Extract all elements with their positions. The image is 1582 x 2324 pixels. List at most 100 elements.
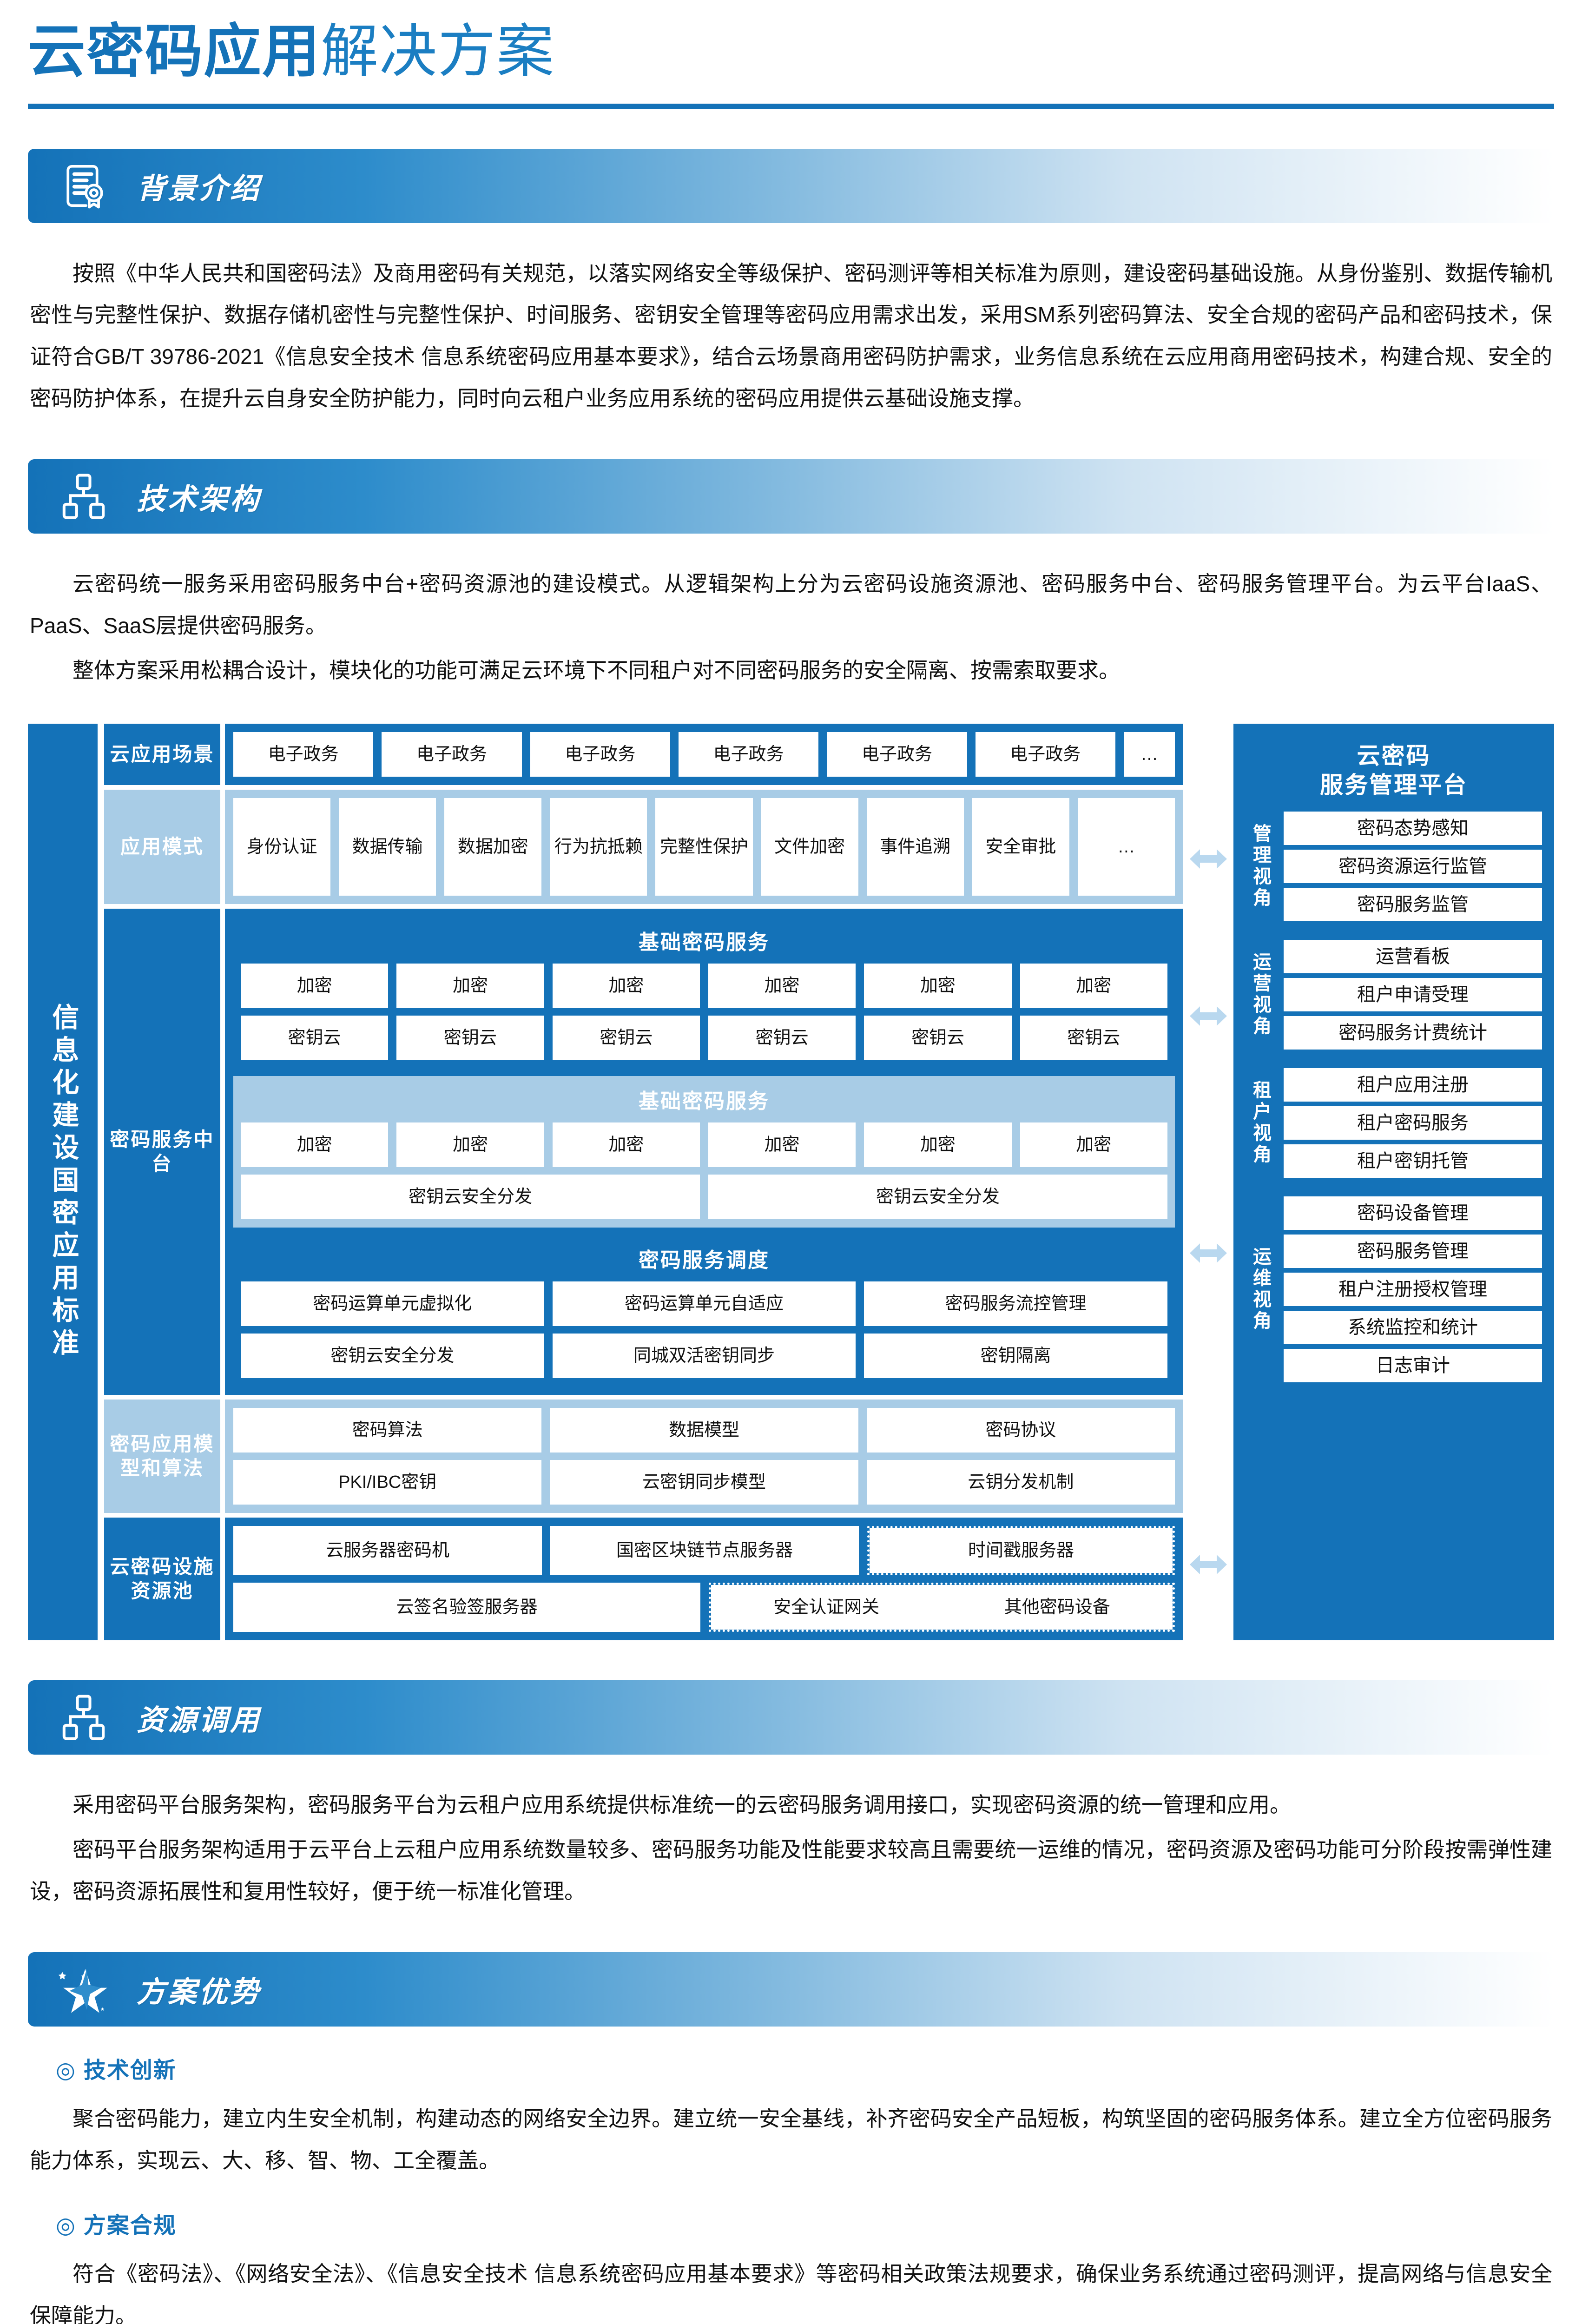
crypto-cell[interactable]: 加密 [396,1122,544,1168]
crypto-cell[interactable]: 加密 [396,964,544,1009]
certificate-icon [59,161,109,211]
panel-item[interactable]: 租户申请受理 [1284,978,1542,1012]
scheduling-cell[interactable]: 密码运算单元虚拟化 [241,1281,544,1327]
panel-item[interactable]: 系统监控和统计 [1284,1311,1542,1345]
application-mode-cell[interactable]: 安全审批 [972,798,1069,896]
crypto-cell[interactable]: 加密 [241,964,389,1009]
architecture-paragraph-2: 整体方案采用松耦合设计，模块化的功能可满足云环境下不同租户对不同密码服务的安全隔… [73,658,1120,682]
panel-group-operations-view: 运营视角 运营看板 租户申请受理 密码服务计费统计 [1246,940,1542,1050]
scheduling-cell[interactable]: 密钥云安全分发 [241,1334,544,1379]
crypto-cell[interactable]: 加密 [1020,1122,1167,1168]
panel-view-label: 管理视角 [1250,824,1271,910]
section-banner-architecture: 技术架构 [28,459,1554,534]
block-title: 基础密码服务 [639,1090,770,1113]
crypto-cell[interactable]: 加密 [864,964,1012,1009]
panel-item[interactable]: 租户密码服务 [1284,1106,1542,1140]
panel-item[interactable]: 运营看板 [1284,940,1542,974]
panel-group-management-view: 管理视角 密码态势感知 密码资源运行监管 密码服务监管 [1246,812,1542,922]
scenario-cell[interactable]: 电子政务 [678,732,819,777]
diagram-vertical-band: 信息化建设国密应用标准 [28,724,98,1641]
platform-title-line2: 服务管理平台 [1320,772,1468,798]
dashed-group-gateway: 安全认证网关 其他密码设备 [709,1583,1175,1632]
layer-application-modes: 应用模式 身份认证 数据传输 数据加密 行为抗抵赖 完整性保护 文件加密 事件追… [104,790,1183,905]
model-cell[interactable]: 云密钥同步模型 [550,1460,858,1505]
resource-cell[interactable]: 国密区块链节点服务器 [550,1526,859,1576]
crypto-cell[interactable]: 加密 [864,1122,1012,1168]
panel-item[interactable]: 租户密钥托管 [1284,1144,1542,1178]
keycloud-cell[interactable]: 密钥云 [241,1016,389,1061]
key-distribution-cell[interactable]: 密钥云安全分发 [708,1175,1167,1220]
scenario-cell[interactable]: 电子政务 [382,732,522,777]
block-crypto-service-scheduling: 密码服务调度 密码运算单元虚拟化 密码运算单元自适应 密码服务流控管理 密钥云安… [233,1235,1175,1387]
scenario-cell[interactable]: 电子政务 [530,732,670,777]
key-distribution-cell[interactable]: 密钥云安全分发 [241,1175,700,1220]
crypto-cell[interactable]: 加密 [708,964,856,1009]
resource-cell[interactable]: 时间戳服务器 [870,1528,1173,1573]
panel-item[interactable]: 密码服务计费统计 [1284,1016,1542,1050]
application-mode-cell[interactable]: 数据加密 [444,798,542,896]
resource-cell[interactable]: 云签名验签服务器 [233,1583,700,1632]
application-mode-cell[interactable]: 身份认证 [233,798,331,896]
scheduling-cell[interactable]: 密钥隔离 [864,1334,1168,1379]
model-cell[interactable]: PKI/IBC密钥 [233,1460,542,1505]
scenario-cell[interactable]: 电子政务 [233,732,374,777]
model-cell[interactable]: 密码算法 [233,1408,542,1453]
application-mode-cell[interactable]: 行为抗抵赖 [550,798,647,896]
page-title: 云密码应用解决方案 [28,19,1582,85]
platform-title-line1: 云密码 [1357,743,1431,769]
panel-item[interactable]: 密码态势感知 [1284,812,1542,845]
crypto-cell[interactable]: 加密 [552,1122,700,1168]
layer-body-crypto-models-algorithms: 密码算法 数据模型 密码协议 PKI/IBC密钥 云密钥同步模型 云钥分发机制 [225,1400,1183,1513]
scenario-cell[interactable]: 电子政务 [827,732,967,777]
keycloud-cell[interactable]: 密钥云 [1020,1016,1167,1061]
panel-item[interactable]: 日志审计 [1284,1349,1542,1383]
block-row: 密钥云安全分发 密钥云安全分发 [241,1175,1167,1220]
model-row: PKI/IBC密钥 云密钥同步模型 云钥分发机制 [233,1460,1175,1505]
keycloud-cell[interactable]: 密钥云 [396,1016,544,1061]
scheduling-cell[interactable]: 密码服务流控管理 [864,1281,1168,1327]
bidirectional-arrow-icon [1190,1240,1227,1267]
panel-item[interactable]: 密码设备管理 [1284,1196,1542,1230]
scheduling-cell[interactable]: 同城双活密钥同步 [552,1334,856,1379]
crypto-cell[interactable]: 加密 [241,1122,389,1168]
panel-item[interactable]: 密码资源运行监管 [1284,850,1542,884]
crypto-cell[interactable]: 加密 [708,1122,856,1168]
panel-item[interactable]: 密码服务管理 [1284,1235,1542,1268]
diagram-arrow-column [1190,724,1227,1640]
block-basic-crypto-service-2: 基础密码服务 加密 加密 加密 加密 加密 加密 密钥云安全分发 密钥云安全分发 [233,1076,1175,1228]
layer-label-cloud-scenarios: 云应用场景 [104,724,220,786]
model-cell[interactable]: 数据模型 [550,1408,858,1453]
resource-row: 云服务器密码机 国密区块链节点服务器 时间戳服务器 [233,1526,1175,1576]
crypto-cell[interactable]: 加密 [1020,964,1167,1009]
panel-item[interactable]: 密码服务监管 [1284,888,1542,922]
application-mode-cell[interactable]: 数据传输 [339,798,436,896]
section-title-background: 背景介绍 [137,172,262,205]
crypto-cell[interactable]: 加密 [552,964,700,1009]
model-cell[interactable]: 云钥分发机制 [866,1460,1175,1505]
panel-item[interactable]: 租户应用注册 [1284,1068,1542,1102]
diagram-vertical-band-label: 信息化建设国密应用标准 [48,1003,79,1361]
star-icon [59,1964,109,2014]
layer-crypto-midplatform: 密码服务中台 基础密码服务 加密 加密 加密 加密 加密 加密 密钥云 [104,909,1183,1395]
resource-cell[interactable]: 安全认证网关 [711,1585,942,1630]
block-row: 加密 加密 加密 加密 加密 加密 [241,964,1167,1009]
resource-cell[interactable]: 其他密码设备 [942,1585,1173,1630]
advantage-heading-innovation: ◎技术创新 [56,2052,1582,2084]
cloud-crypto-management-platform: 云密码 服务管理平台 管理视角 密码态势感知 密码资源运行监管 密码服务监管 运… [1233,724,1554,1641]
application-mode-cell[interactable]: 文件加密 [761,798,858,896]
resource-cell[interactable]: 云服务器密码机 [233,1526,542,1576]
panel-item[interactable]: 租户注册授权管理 [1284,1273,1542,1307]
layer-label-crypto-midplatform: 密码服务中台 [104,909,220,1395]
dashed-group-timestamp: 时间戳服务器 [867,1526,1175,1576]
application-mode-cell-more[interactable]: … [1077,798,1175,896]
keycloud-cell[interactable]: 密钥云 [708,1016,856,1061]
model-cell[interactable]: 密码协议 [866,1408,1175,1453]
keycloud-cell[interactable]: 密钥云 [864,1016,1012,1061]
scheduling-cell[interactable]: 密码运算单元自适应 [552,1281,856,1327]
keycloud-cell[interactable]: 密钥云 [552,1016,700,1061]
layer-body-cloud-scenarios: 电子政务 电子政务 电子政务 电子政务 电子政务 电子政务 … [225,724,1183,786]
scenario-cell[interactable]: 电子政务 [975,732,1115,777]
scenario-cell-more[interactable]: … [1123,732,1175,777]
application-mode-cell[interactable]: 完整性保护 [655,798,753,896]
application-mode-cell[interactable]: 事件追溯 [866,798,964,896]
